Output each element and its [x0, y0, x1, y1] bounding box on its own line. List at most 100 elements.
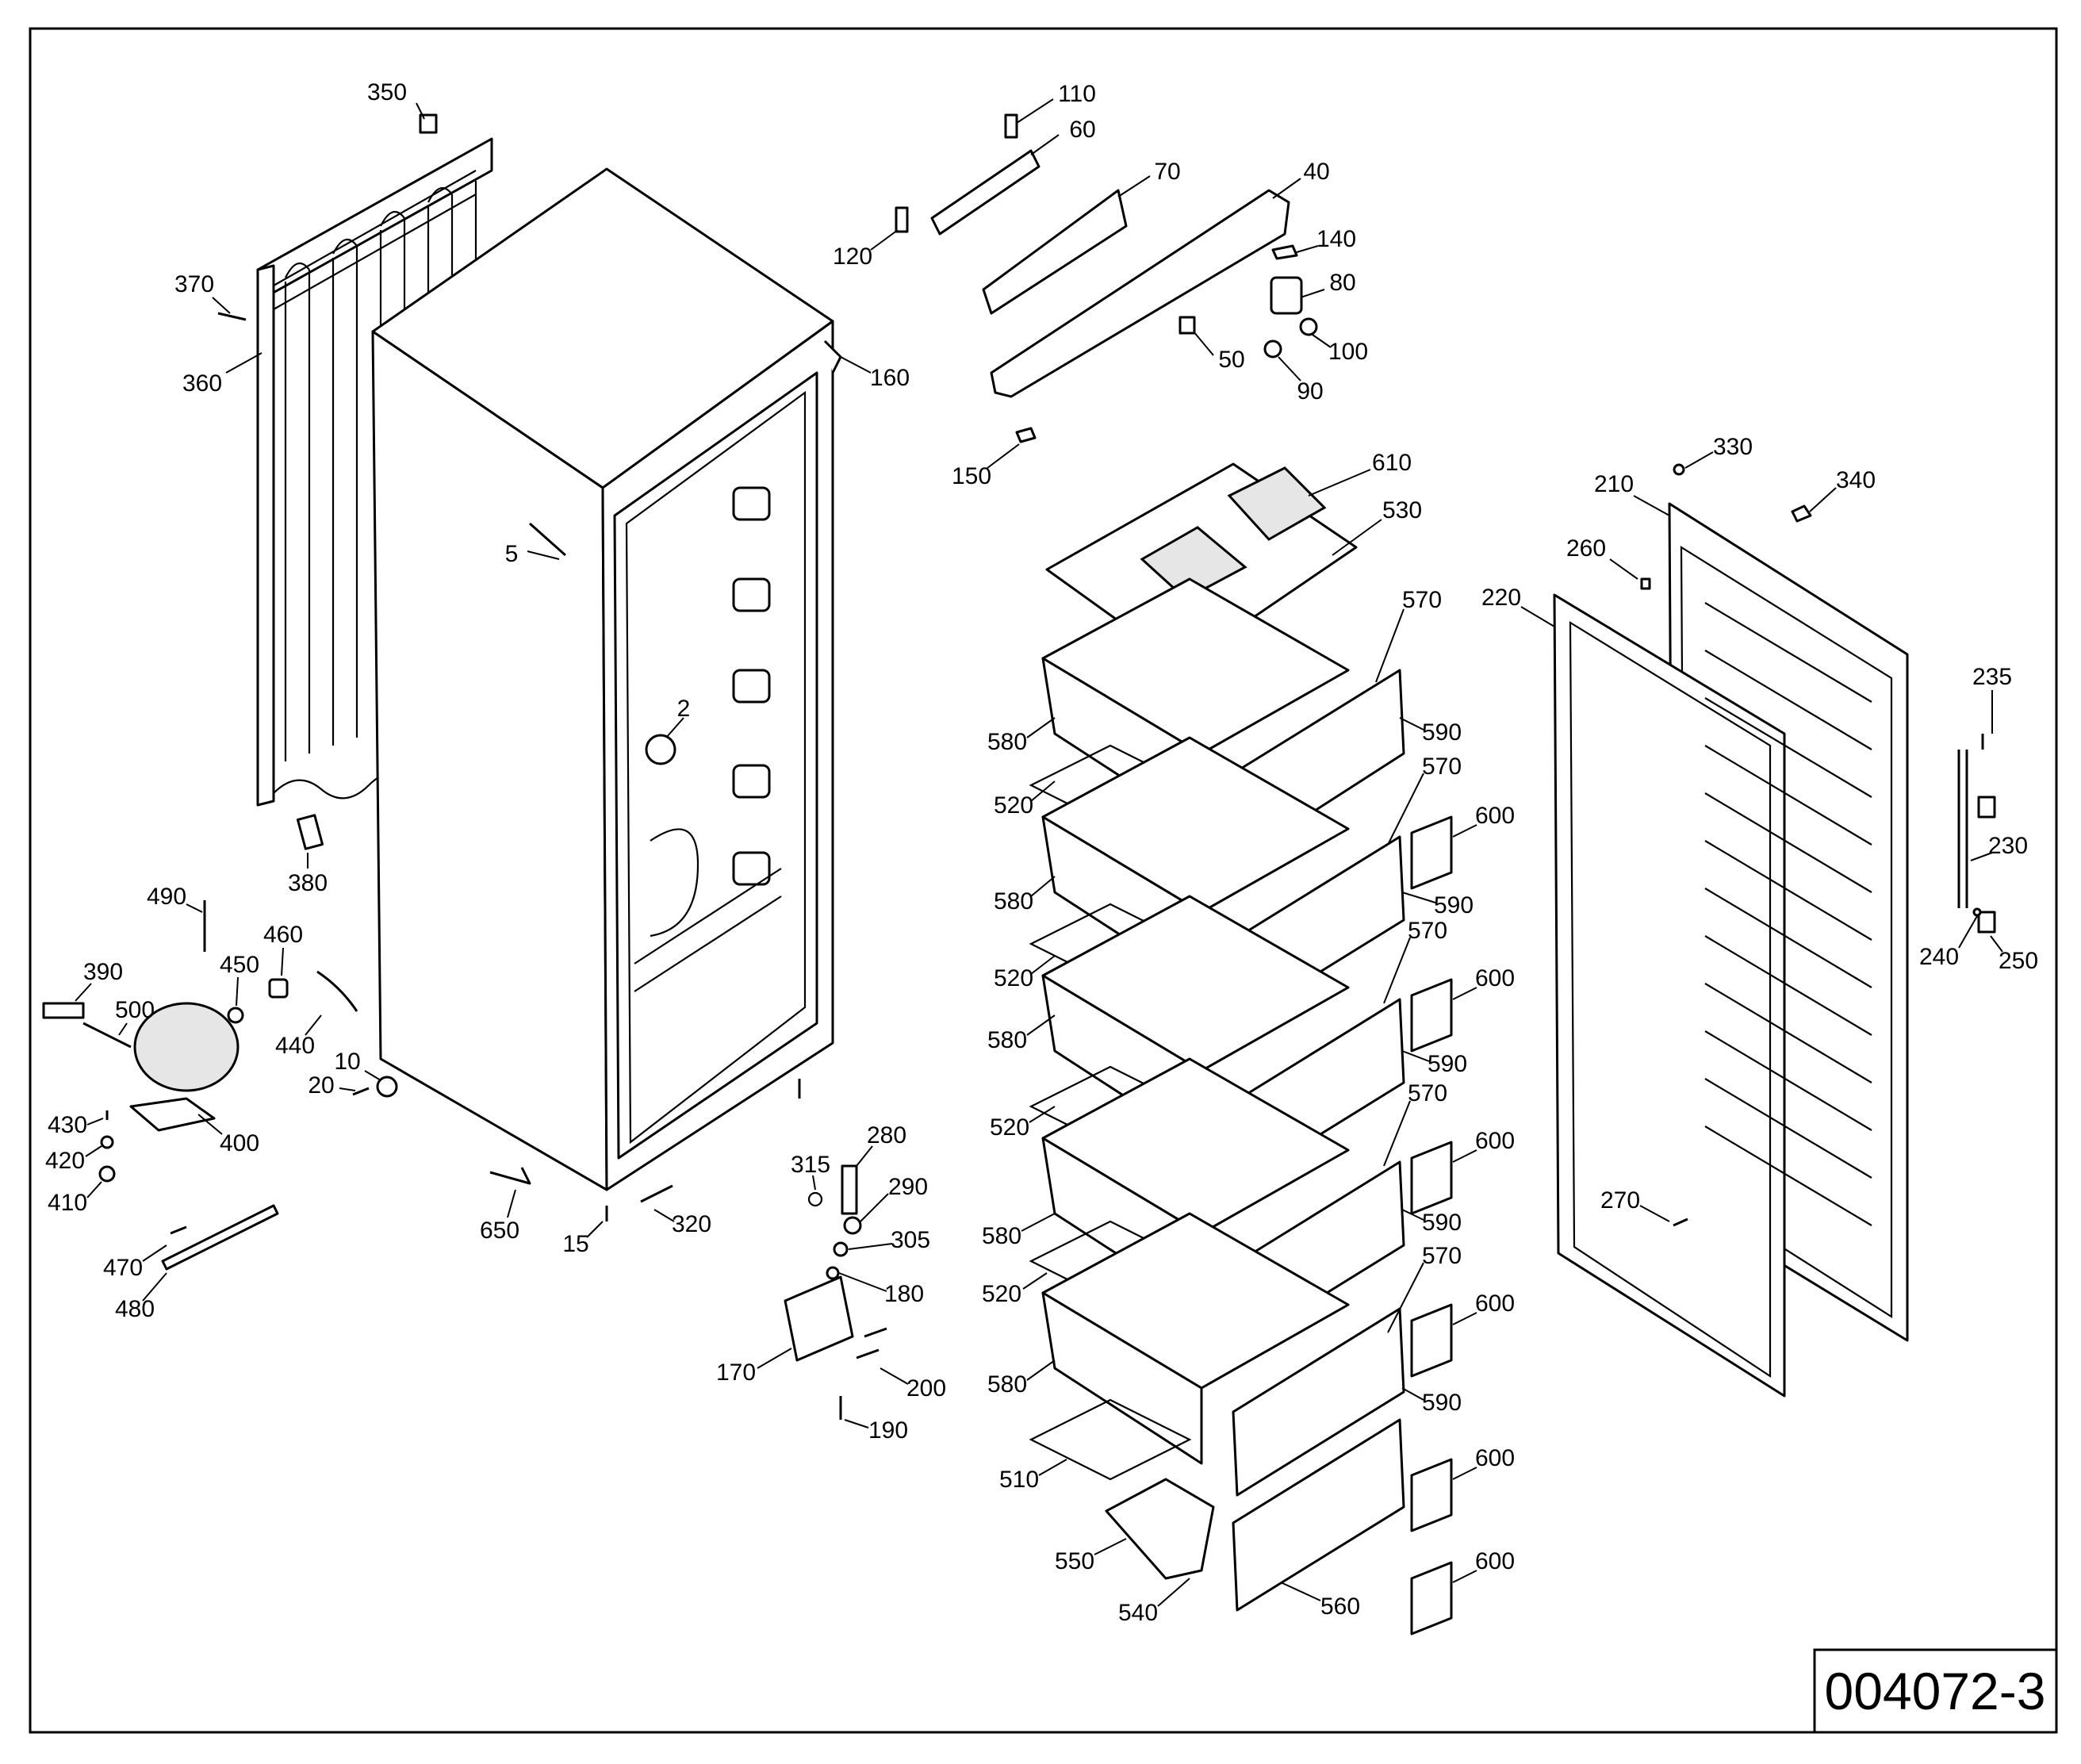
leader-line-c280 — [856, 1145, 873, 1167]
drawer-stack — [1029, 462, 1453, 1636]
leader-line-c40 — [1272, 178, 1301, 199]
leader-line-c150 — [987, 443, 1020, 469]
leader-line-c440 — [305, 1014, 322, 1036]
callout-c2: 2 — [677, 696, 691, 722]
leader-line-c430 — [86, 1118, 104, 1126]
panel-40 — [990, 189, 1290, 398]
leader-line-c170 — [757, 1348, 792, 1369]
callout-c270: 270 — [1600, 1187, 1640, 1214]
callout-c600e: 600 — [1475, 1445, 1515, 1471]
callout-c650: 650 — [480, 1218, 519, 1244]
callout-c80: 80 — [1329, 270, 1355, 296]
callout-c530: 530 — [1382, 497, 1422, 523]
leader-line-c360 — [225, 352, 263, 374]
callout-c590e: 590 — [1422, 1390, 1462, 1416]
door-shelves — [1704, 602, 1872, 1226]
leader-line-c400 — [197, 1114, 223, 1135]
bracket-650 — [489, 1167, 531, 1185]
callout-c240: 240 — [1919, 944, 1959, 970]
leader-line-c270 — [1639, 1205, 1670, 1222]
part-180 — [826, 1266, 840, 1280]
screws-200 — [856, 1327, 887, 1359]
leader-line-c600b — [1452, 987, 1477, 1000]
callout-c110: 110 — [1058, 81, 1096, 107]
callout-c510: 510 — [999, 1467, 1039, 1493]
leader-line-c80 — [1300, 289, 1325, 298]
leader-line-c570d — [1383, 1100, 1411, 1167]
door-assembly — [1553, 463, 1996, 1398]
leader-line-c2 — [665, 717, 684, 738]
leader-line-c580c — [1026, 1014, 1056, 1036]
callout-c20: 20 — [308, 1072, 334, 1099]
part-280 — [841, 1164, 858, 1215]
gasket-220 — [1553, 593, 1786, 1398]
leader-line-c15 — [586, 1221, 604, 1238]
callout-c90: 90 — [1297, 378, 1323, 405]
leader-line-c590b — [1401, 892, 1436, 903]
part-390 — [42, 1002, 85, 1019]
callout-c170: 170 — [716, 1359, 756, 1386]
leader-line-c500 — [118, 1022, 128, 1036]
leader-line-c230 — [1970, 852, 1993, 861]
callout-c5: 5 — [505, 541, 519, 567]
ice-tray-610 — [1227, 466, 1327, 541]
callout-c360: 360 — [182, 370, 222, 397]
callout-c350: 350 — [367, 79, 407, 105]
callout-c570b: 570 — [1422, 754, 1462, 780]
leader-line-c90 — [1278, 356, 1301, 382]
part-60 — [930, 149, 1040, 236]
callout-c570d: 570 — [1408, 1080, 1447, 1106]
callout-c600c: 600 — [1475, 1128, 1515, 1154]
part-50 — [1178, 316, 1196, 335]
leader-line-c470 — [142, 1244, 167, 1262]
leader-line-c580e — [1026, 1359, 1056, 1381]
callout-c200: 200 — [906, 1375, 946, 1402]
callout-c430: 430 — [48, 1112, 87, 1138]
callout-c500: 500 — [115, 997, 155, 1023]
leader-line-c410 — [86, 1181, 102, 1198]
drain-2 — [645, 734, 676, 765]
leader-line-c520d — [1022, 1272, 1048, 1290]
callout-c70: 70 — [1154, 159, 1180, 185]
part-10 — [376, 1076, 398, 1098]
part-330 — [1673, 463, 1685, 476]
leader-line-c390 — [75, 983, 92, 1002]
leader-line-c260 — [1609, 558, 1638, 580]
callout-c460: 460 — [263, 922, 303, 948]
leader-line-c120 — [870, 229, 899, 251]
callout-c480: 480 — [115, 1296, 155, 1322]
leader-line-c570b — [1387, 773, 1424, 846]
callout-c400: 400 — [220, 1130, 259, 1156]
callout-c520b: 520 — [994, 965, 1033, 991]
leader-line-c530 — [1332, 519, 1382, 556]
hinge-group — [784, 1164, 887, 1420]
callout-c140: 140 — [1316, 226, 1356, 252]
leader-line-c570a — [1375, 608, 1405, 683]
part-250 — [1977, 911, 1996, 934]
leader-line-c290 — [860, 1193, 889, 1222]
callout-c560: 560 — [1320, 1593, 1360, 1620]
drawer-6 — [1105, 1418, 1405, 1612]
leader-line-c220 — [1520, 606, 1555, 627]
drawer-5 — [1029, 1212, 1405, 1497]
callout-c260: 260 — [1566, 535, 1606, 562]
compressor-400 — [133, 1002, 240, 1092]
leader-line-c520a — [1030, 780, 1056, 802]
leader-line-c450 — [236, 976, 239, 1007]
leader-line-c110 — [1016, 98, 1054, 124]
callout-c590b: 590 — [1434, 892, 1474, 918]
part-90 — [1263, 339, 1282, 359]
condenser-coil — [217, 113, 493, 850]
leader-line-c160 — [840, 356, 872, 374]
callout-c120: 120 — [833, 244, 872, 270]
ice-tray-610b — [1140, 526, 1247, 600]
callout-c220: 220 — [1481, 585, 1521, 611]
leader-line-c10 — [364, 1070, 381, 1081]
callout-c315: 315 — [791, 1152, 830, 1178]
leader-line-c650 — [507, 1189, 516, 1218]
callout-c180: 180 — [884, 1281, 924, 1307]
part-80 — [1270, 276, 1303, 315]
leader-line-c610 — [1308, 469, 1371, 497]
leader-line-c540 — [1157, 1578, 1190, 1607]
